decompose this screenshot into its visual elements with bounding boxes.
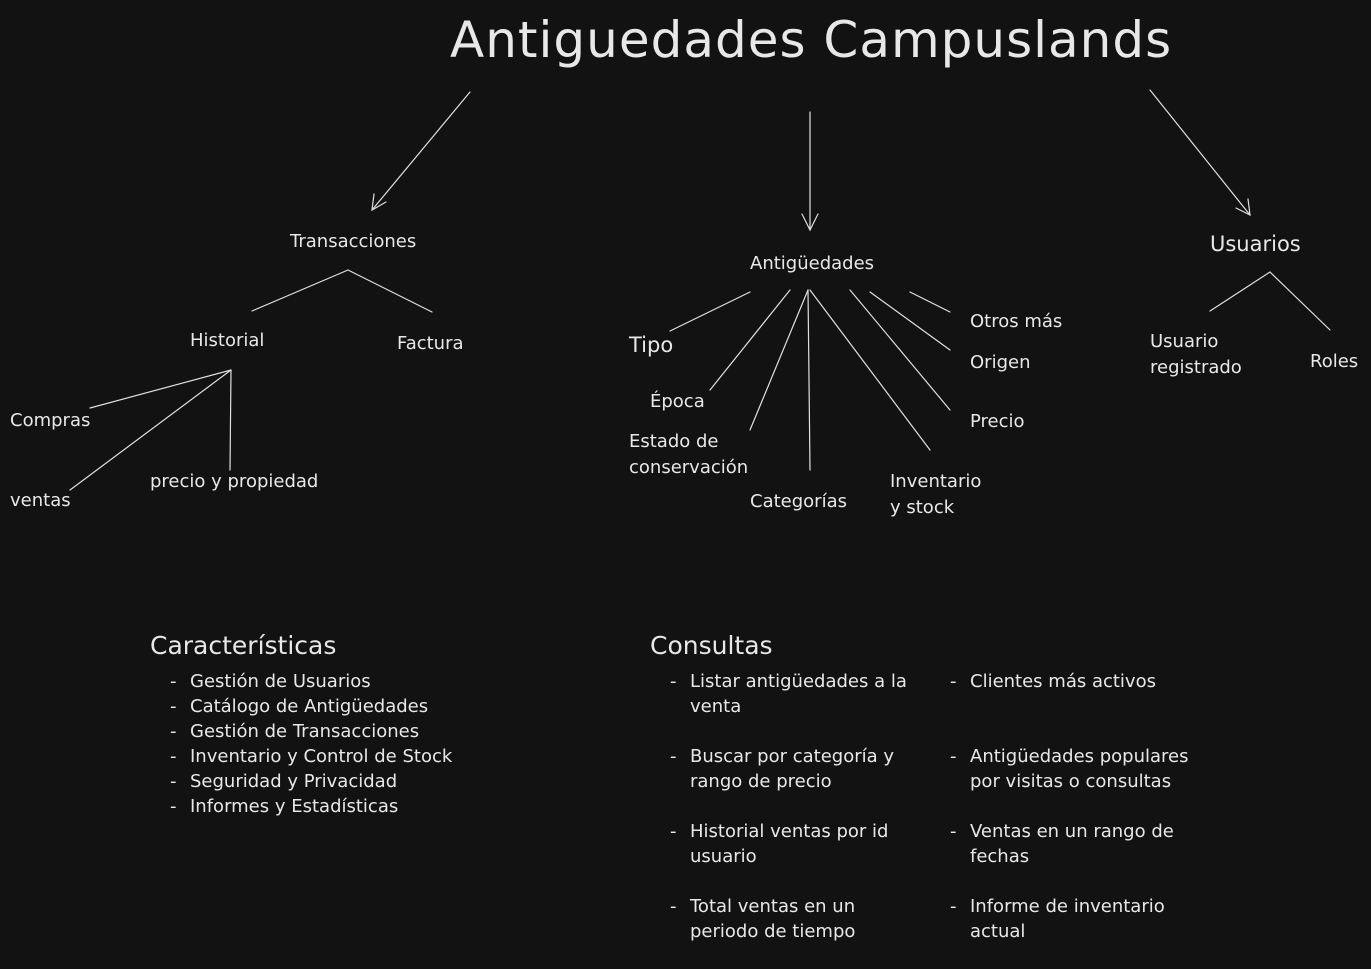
- line-historial-compras: [89, 369, 232, 409]
- list-item: Antigüedades populares por visitas o con…: [950, 744, 1210, 819]
- arrow-to-usuarios: [1149, 89, 1251, 217]
- node-transacciones: Transacciones: [290, 231, 417, 252]
- caracteristicas-list: Gestión de Usuarios Catálogo de Antigüed…: [170, 669, 452, 819]
- node-epoca: Época: [650, 391, 705, 412]
- consultas-heading: Consultas: [650, 631, 773, 660]
- node-categorias: Categorías: [750, 491, 847, 512]
- node-precio-propiedad: precio y propiedad: [150, 471, 319, 492]
- list-item: Informe de inventario actual: [950, 894, 1210, 969]
- line-antig-otros: [909, 291, 951, 313]
- node-estado-conservacion: Estado de conservación: [629, 431, 749, 478]
- caracteristicas-heading: Características: [150, 631, 337, 660]
- line-historial-ventas: [69, 369, 232, 491]
- node-otros-mas: Otros más: [970, 311, 1063, 332]
- line-usuarios-roles: [1269, 271, 1331, 331]
- line-historial-precio: [229, 369, 232, 471]
- node-tipo: Tipo: [629, 333, 674, 357]
- list-item: Informes y Estadísticas: [170, 794, 452, 819]
- line-transacciones-factura: [347, 269, 433, 313]
- list-item: Seguridad y Privacidad: [170, 769, 452, 794]
- list-item: Listar antigüedades a la venta: [670, 669, 910, 744]
- node-historial: Historial: [190, 330, 265, 351]
- arrow-to-transacciones: [371, 91, 471, 212]
- list-item: Inventario y Control de Stock: [170, 744, 452, 769]
- line-antig-estado: [749, 289, 809, 431]
- list-item: Historial ventas por id usuario: [670, 819, 910, 894]
- line-antig-epoca: [709, 289, 791, 391]
- list-item: Buscar por categoría y rango de precio: [670, 744, 910, 819]
- list-item: Clientes más activos: [950, 669, 1210, 744]
- node-antiguedades: Antigüedades: [750, 253, 875, 274]
- line-antig-tipo: [669, 291, 751, 332]
- node-ventas: ventas: [10, 490, 71, 511]
- node-inventario-stock: Inventario y stock: [890, 471, 982, 518]
- node-origen: Origen: [970, 352, 1031, 373]
- line-usuarios-registrado: [1209, 271, 1271, 312]
- line-transacciones-historial: [251, 269, 349, 312]
- list-item: Total ventas en un periodo de tiempo: [670, 894, 910, 969]
- line-antig-categorias: [807, 289, 811, 471]
- node-usuarios: Usuarios: [1210, 232, 1301, 256]
- list-item: Gestión de Transacciones: [170, 719, 452, 744]
- node-usuario-registrado: Usuario registrado: [1150, 331, 1242, 378]
- node-roles: Roles: [1310, 351, 1359, 372]
- line-antig-inventario: [809, 289, 931, 451]
- arrow-to-antiguedades: [801, 111, 819, 232]
- node-factura: Factura: [397, 333, 464, 354]
- diagram-title: Antiguedades Campuslands: [450, 11, 1173, 69]
- consultas-list-right: Clientes más activos Antigüedades popula…: [950, 669, 1210, 969]
- line-antig-precio: [849, 289, 951, 411]
- line-antig-origen: [869, 291, 951, 351]
- node-precio: Precio: [970, 411, 1025, 432]
- list-item: Catálogo de Antigüedades: [170, 694, 452, 719]
- consultas-list-left: Listar antigüedades a la venta Buscar po…: [670, 669, 910, 969]
- node-compras: Compras: [10, 410, 91, 431]
- list-item: Ventas en un rango de fechas: [950, 819, 1210, 894]
- list-item: Gestión de Usuarios: [170, 669, 452, 694]
